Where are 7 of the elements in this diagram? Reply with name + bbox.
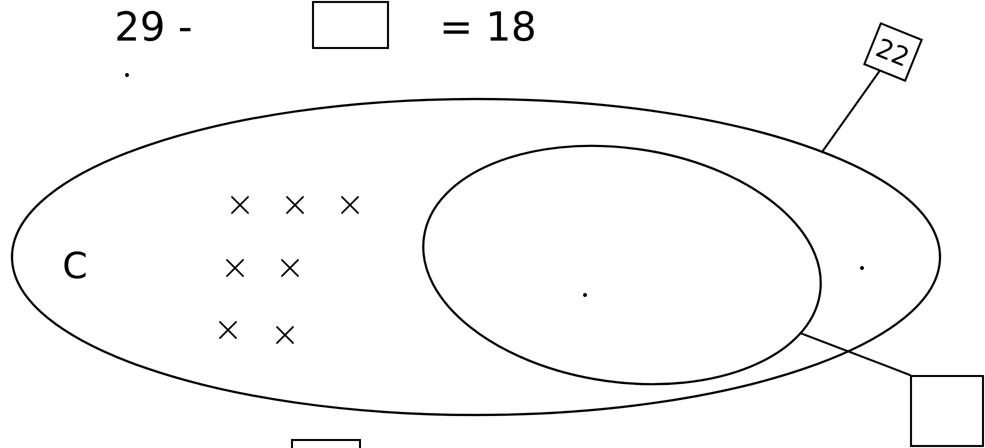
- set-label: C: [64, 251, 86, 279]
- equation-text: 29 -: [117, 10, 190, 42]
- connector-line: [822, 70, 880, 152]
- answer-box: [910, 375, 984, 447]
- tag-box: 22: [863, 22, 923, 82]
- connector-line: [800, 332, 911, 376]
- equation-text: = 18: [444, 10, 534, 42]
